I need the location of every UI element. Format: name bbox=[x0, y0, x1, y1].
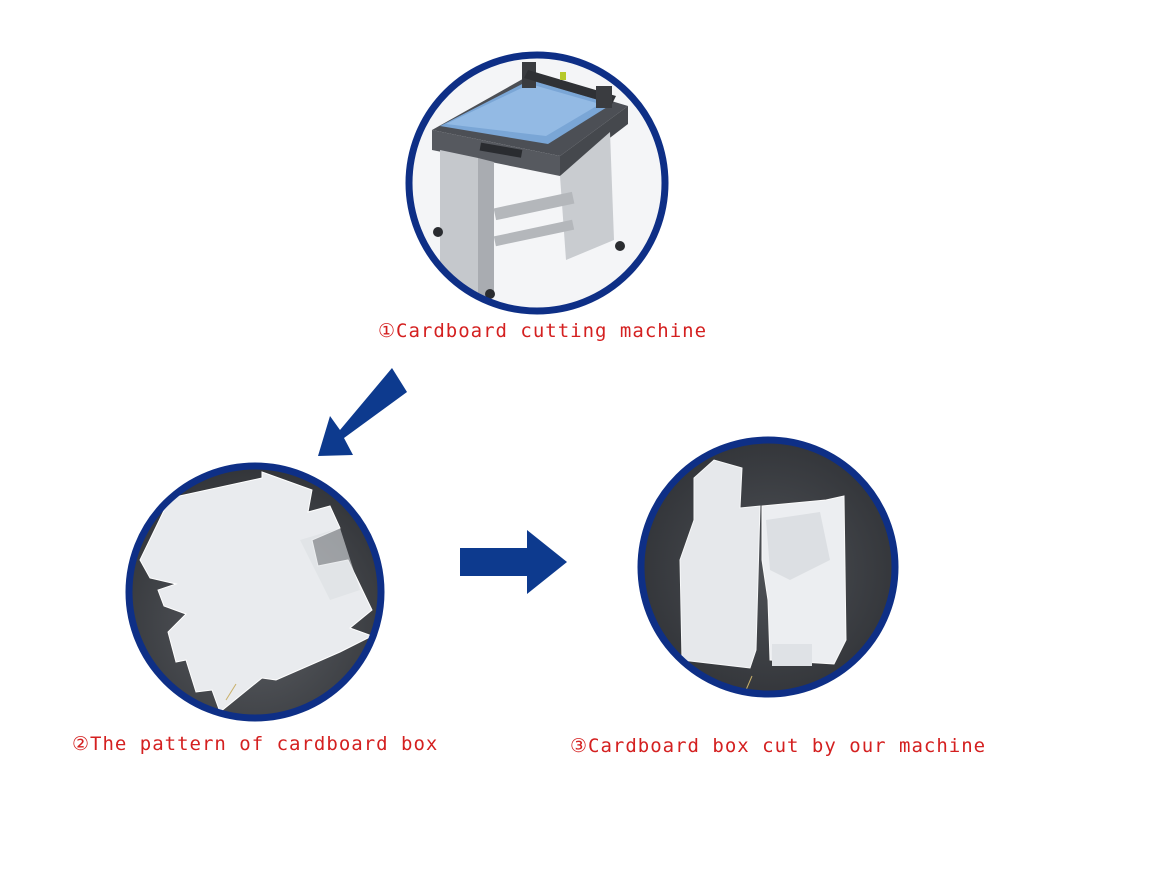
step-2-caption: ②The pattern of cardboard box bbox=[72, 733, 439, 755]
step-3-caption: ③Cardboard box cut by our machine bbox=[570, 735, 987, 757]
arrow-down-left-icon bbox=[318, 368, 407, 456]
arrow-right-icon bbox=[460, 530, 567, 594]
cardboard-pattern-photo bbox=[125, 462, 385, 722]
step-1-caption: ①Cardboard cutting machine bbox=[378, 320, 708, 342]
cardboard-box-photo bbox=[637, 436, 899, 698]
cutting-machine-photo bbox=[405, 51, 669, 315]
